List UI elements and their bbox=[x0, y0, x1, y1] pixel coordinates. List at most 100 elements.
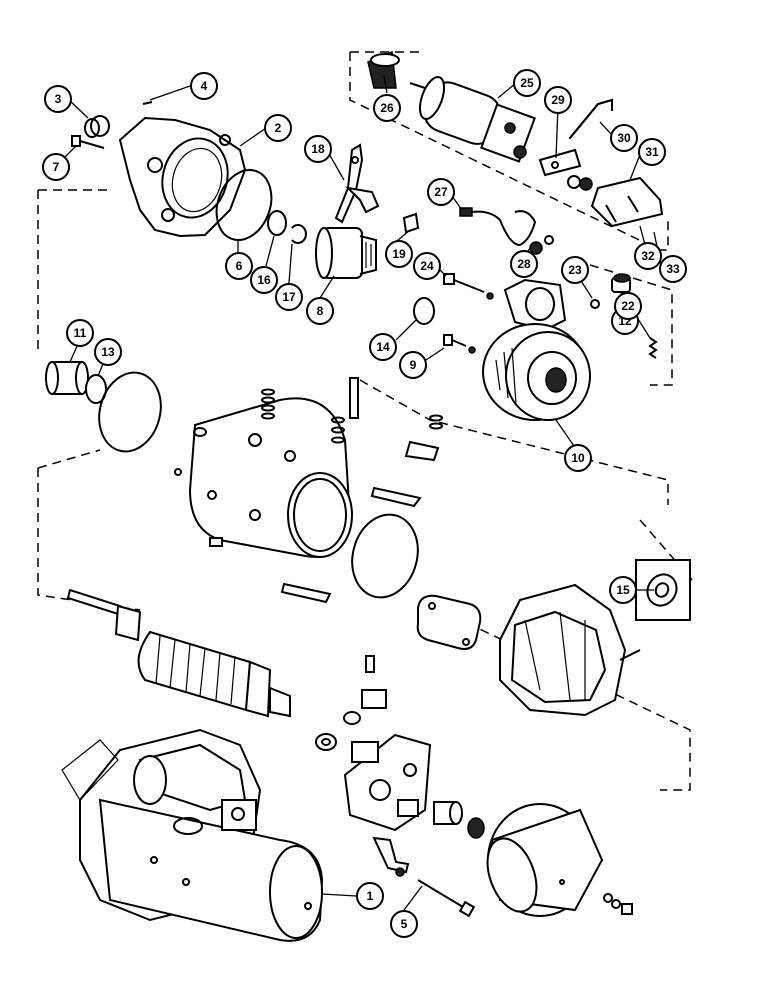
o-ring-large bbox=[98, 371, 162, 453]
cap-22 bbox=[611, 273, 631, 293]
washer-28 bbox=[544, 235, 554, 245]
callout-19: 19 bbox=[385, 240, 413, 268]
washer-small bbox=[567, 175, 581, 189]
callout-32: 32 bbox=[634, 242, 662, 270]
drive-pinion bbox=[315, 227, 377, 279]
svg-text:4: 4 bbox=[201, 79, 208, 93]
through-bolt-5 bbox=[395, 867, 476, 918]
end-cap bbox=[486, 803, 604, 917]
callout-26: 26 bbox=[373, 94, 401, 122]
callout-18: 18 bbox=[304, 135, 332, 163]
svg-text:19: 19 bbox=[392, 247, 406, 261]
leader-lines bbox=[63, 75, 662, 911]
washer-13 bbox=[85, 374, 107, 404]
svg-text:11: 11 bbox=[74, 326, 87, 340]
callout-23: 23 bbox=[561, 256, 589, 284]
callout-6: 6 bbox=[225, 252, 253, 280]
svg-text:33: 33 bbox=[666, 262, 680, 276]
field-frame-housing bbox=[188, 397, 353, 558]
svg-text:14: 14 bbox=[376, 340, 390, 354]
callout-16: 16 bbox=[250, 266, 278, 294]
svg-text:15: 15 bbox=[616, 583, 630, 597]
callout-10: 10 bbox=[564, 444, 592, 472]
o-ring-field bbox=[351, 513, 419, 599]
svg-text:16: 16 bbox=[257, 273, 271, 287]
svg-text:5: 5 bbox=[401, 917, 408, 931]
svg-text:22: 22 bbox=[621, 299, 635, 313]
snap-ring-17 bbox=[291, 224, 307, 244]
commutator-end-frame bbox=[482, 278, 591, 421]
solenoid-lever-bracket bbox=[538, 148, 582, 177]
pole-plate bbox=[416, 594, 482, 650]
callout-8: 8 bbox=[306, 297, 334, 325]
solenoid-pin bbox=[569, 98, 613, 139]
svg-text:8: 8 bbox=[317, 304, 324, 318]
svg-text:28: 28 bbox=[517, 257, 531, 271]
callout-3: 3 bbox=[44, 85, 72, 113]
callout-14: 14 bbox=[369, 333, 397, 361]
callout-25: 25 bbox=[513, 69, 541, 97]
pin-4 bbox=[142, 101, 153, 105]
terminal-link bbox=[372, 836, 410, 874]
callout-1: 1 bbox=[356, 882, 384, 910]
svg-text:13: 13 bbox=[101, 345, 115, 359]
bushing-3 bbox=[84, 115, 110, 138]
connector-wire bbox=[459, 207, 537, 247]
clip-19 bbox=[402, 212, 420, 234]
solenoid-boot bbox=[367, 50, 400, 89]
svg-text:32: 32 bbox=[641, 249, 655, 263]
o-ring-6 bbox=[215, 169, 273, 241]
nut-28 bbox=[529, 241, 543, 255]
terminal-cover bbox=[590, 176, 664, 228]
svg-text:26: 26 bbox=[380, 101, 394, 115]
svg-text:24: 24 bbox=[420, 259, 434, 273]
nut-small bbox=[579, 177, 593, 191]
callout-28: 28 bbox=[510, 250, 538, 278]
svg-text:9: 9 bbox=[410, 358, 417, 372]
field-screws bbox=[174, 377, 443, 604]
brush-plate bbox=[315, 655, 432, 832]
svg-text:30: 30 bbox=[617, 131, 631, 145]
bolt-7 bbox=[71, 135, 105, 149]
svg-text:27: 27 bbox=[434, 185, 448, 199]
callout-24: 24 bbox=[413, 252, 441, 280]
drive-end-housing bbox=[118, 116, 247, 238]
svg-text:7: 7 bbox=[53, 160, 60, 174]
bolt-9 bbox=[443, 334, 476, 354]
brush-spring-12 bbox=[648, 337, 658, 359]
callout-22: 22 bbox=[614, 292, 642, 320]
plug-23 bbox=[590, 299, 600, 309]
callout-30: 30 bbox=[610, 124, 638, 152]
callout-29: 29 bbox=[544, 86, 572, 114]
seal-16 bbox=[267, 210, 287, 236]
svg-text:2: 2 bbox=[275, 121, 282, 135]
assembled-starter bbox=[61, 728, 324, 942]
svg-text:29: 29 bbox=[551, 93, 565, 107]
callout-9: 9 bbox=[399, 351, 427, 379]
svg-text:10: 10 bbox=[571, 451, 585, 465]
svg-text:25: 25 bbox=[520, 76, 534, 90]
field-coil-assembly bbox=[499, 583, 641, 717]
svg-text:17: 17 bbox=[282, 290, 296, 304]
solenoid bbox=[409, 76, 536, 163]
svg-text:1: 1 bbox=[367, 889, 374, 903]
callout-7: 7 bbox=[42, 153, 70, 181]
callout-5: 5 bbox=[390, 910, 418, 938]
callout-4: 4 bbox=[190, 72, 218, 100]
svg-text:3: 3 bbox=[55, 92, 62, 106]
shift-lever bbox=[334, 143, 380, 224]
bushing-11 bbox=[45, 361, 89, 395]
callout-31: 31 bbox=[638, 138, 666, 166]
svg-text:23: 23 bbox=[568, 263, 582, 277]
callout-17: 17 bbox=[275, 283, 303, 311]
callout-33: 33 bbox=[659, 255, 687, 283]
cap-screws bbox=[603, 893, 633, 915]
drive-end-group-outline bbox=[37, 189, 673, 386]
callout-13: 13 bbox=[94, 338, 122, 366]
callout-11: 11 bbox=[66, 319, 94, 347]
field-frame-group-outline bbox=[37, 379, 693, 611]
armature bbox=[66, 588, 291, 718]
callout-27: 27 bbox=[427, 178, 455, 206]
callout-2: 2 bbox=[264, 114, 292, 142]
